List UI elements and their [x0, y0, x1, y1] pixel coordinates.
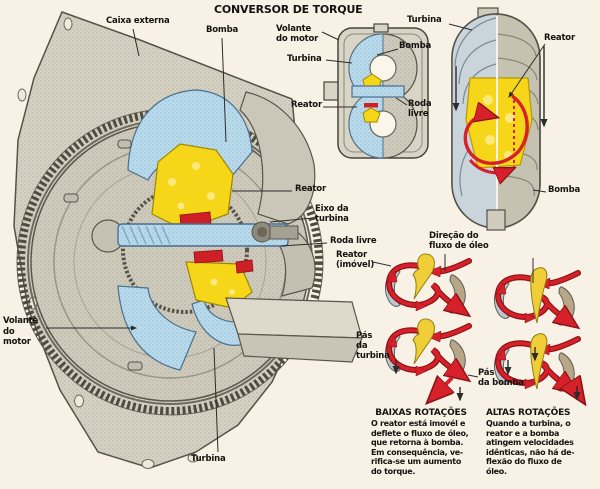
capsule-cutaway-diagram — [451, 7, 548, 231]
label-bomba-main: Bomba — [206, 25, 238, 35]
flow-diagram-baixas-2 — [385, 318, 469, 378]
label-reator-capsule: Reator — [544, 33, 575, 43]
label-caixa-externa: Caixa externa — [106, 16, 170, 26]
caption-baixas-body: O reator está imovél e deflete o fluxo d… — [371, 419, 469, 476]
turbine-shell-bottom — [117, 285, 197, 371]
blade-down-arrows — [392, 347, 581, 402]
label-reator-main: Reator — [295, 184, 326, 194]
label-bomba-cross: Bomba — [399, 41, 431, 51]
label-eixo-da-turbina: Eixo da turbina — [315, 204, 349, 224]
cross-section-diagram — [323, 23, 429, 159]
label-volante-main: Volante do motor — [3, 316, 39, 347]
label-turbina-cross: Turbina — [287, 54, 322, 64]
studs — [63, 139, 143, 371]
clutch-bands — [179, 211, 254, 274]
caption-baixas-rotacoes: BAIXAS ROTAÇÕES O reator está imovél e d… — [371, 408, 471, 477]
label-volante-cross: Volante do motor — [276, 24, 319, 44]
oil-exit-arrow — [432, 378, 452, 398]
label-reator-cross: Reator — [291, 100, 322, 110]
flow-diagram-baixas-1 — [385, 253, 469, 313]
label-roda-livre-cross: Roda livre — [408, 99, 432, 119]
label-turbina-main: Turbina — [191, 454, 226, 464]
label-pas-da-turbina: Pás da turbina — [356, 331, 390, 361]
capsule-reactor — [465, 77, 533, 169]
leader-lines — [46, 23, 547, 453]
caption-altas-rotacoes: ALTAS ROTAÇÕES Quando a turbina, o reato… — [486, 408, 600, 477]
capsule-oil-flow-arrow — [463, 94, 529, 173]
page-title: CONVERSOR DE TORQUE — [214, 3, 363, 16]
main-cutaway-illustration — [13, 11, 363, 469]
label-roda-livre-main: Roda livre — [330, 236, 377, 246]
label-pas-da-bomba: Pás da bomba — [478, 368, 524, 388]
caption-baixas-heading: BAIXAS ROTAÇÕES — [375, 408, 467, 418]
label-bomba-capsule: Bomba — [548, 185, 580, 195]
reactor-blades — [151, 143, 253, 309]
label-reator-imovel: Reator (imóvel) — [336, 250, 374, 270]
pump-housing — [239, 91, 316, 225]
base-bracket — [225, 297, 363, 363]
caption-altas-body: Quando a turbina, o reator e a bomba ati… — [486, 419, 575, 476]
caption-altas-heading: ALTAS ROTAÇÕES — [486, 408, 571, 418]
label-turbina-capsule: Turbina — [407, 15, 442, 25]
rotation-down-arrow — [452, 46, 548, 128]
flow-diagram-altas-1 — [494, 267, 578, 325]
label-direcao-fluxo: Direção do fluxo de óleo — [429, 231, 489, 251]
